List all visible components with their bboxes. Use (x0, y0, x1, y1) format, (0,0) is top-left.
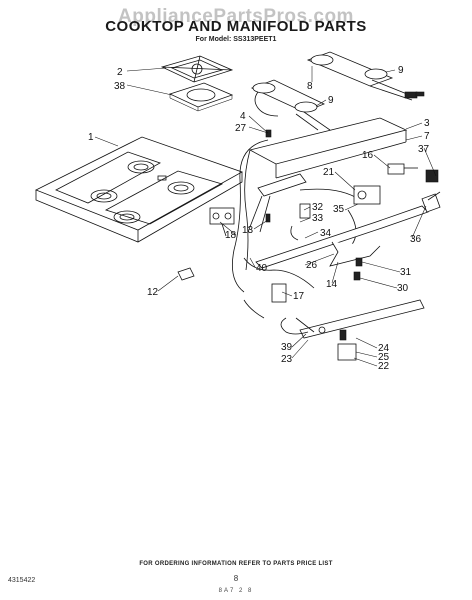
callout-21: 21 (323, 167, 335, 178)
diagram-title: COOKTOP AND MANIFOLD PARTS (105, 18, 367, 35)
leader-lines (94, 66, 437, 367)
callout-25: 25 (378, 352, 390, 363)
callout-2: 2 (117, 67, 123, 78)
callout-7: 7 (424, 131, 430, 142)
callout-34: 34 (320, 228, 332, 239)
callout-18: 36 (410, 234, 422, 245)
callout-1: 1 (88, 132, 94, 143)
cooktop (35, 136, 243, 243)
callout-23: 23 (281, 354, 293, 365)
page-number: 8 (233, 574, 239, 583)
callout-14: 14 (326, 279, 338, 290)
manifold-pipe (255, 191, 441, 269)
callout-numbers: 2 38 1 4 27 8 9 9 3 7 37 16 21 32 33 34 … (88, 65, 430, 372)
burner-grate (160, 55, 234, 83)
callout-12: 12 (147, 287, 159, 298)
valve-parts (209, 163, 439, 303)
callout-39: 39 (281, 342, 293, 353)
callout-13: 18 (225, 230, 237, 241)
callout-26: 40 (256, 263, 268, 274)
callout-33: 33 (312, 213, 324, 224)
callout-27: 27 (235, 123, 247, 134)
model-line: For Model: SS313PEET1 (195, 36, 277, 43)
ordering-note: FOR ORDERING INFORMATION REFER TO PARTS … (139, 561, 333, 567)
callout-9-mid: 9 (328, 95, 334, 106)
print-code: 8A7 2 8 (218, 588, 254, 594)
callout-16: 16 (362, 150, 374, 161)
burner-assemblies (250, 51, 425, 131)
callout-32: 32 (312, 202, 324, 213)
document-number: 4315422 (8, 577, 36, 584)
callout-37: 37 (418, 144, 430, 155)
callout-24: 24 (378, 343, 390, 354)
burner-box-frame (247, 117, 408, 233)
callout-36: 35 (333, 204, 345, 215)
callout-22: 22 (378, 361, 390, 372)
callout-9-top: 9 (398, 65, 404, 76)
callout-40: 13 (242, 225, 254, 236)
callout-8: 8 (307, 81, 313, 92)
callout-17: 17 (293, 291, 305, 302)
callout-38: 38 (114, 81, 126, 92)
callout-31: 31 (400, 267, 412, 278)
watermark: AppliancePartsPros.com (118, 6, 354, 27)
callout-30: 30 (397, 283, 409, 294)
callout-35: 26 (306, 260, 318, 271)
screws-and-clips (177, 129, 363, 281)
callout-4: 4 (240, 111, 246, 122)
callout-3: 3 (424, 118, 430, 129)
burner-bowl (168, 82, 234, 112)
lower-burner-assembly (280, 299, 425, 361)
